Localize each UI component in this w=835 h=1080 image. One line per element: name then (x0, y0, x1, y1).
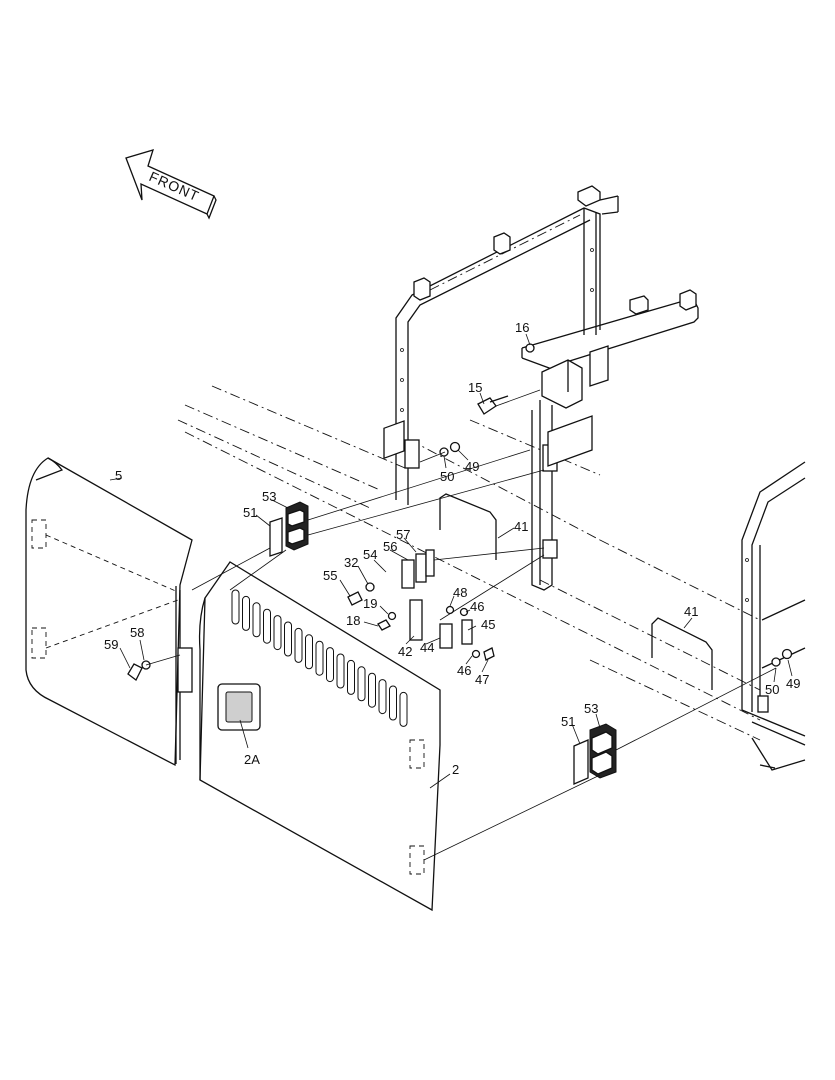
callout-53b: 53 (584, 701, 598, 716)
front-panel-vents (231, 589, 408, 727)
side-panel-5 (25, 457, 193, 767)
vent-slot (326, 647, 334, 683)
callout-53: 53 (262, 489, 276, 504)
front-panel-2 (198, 561, 441, 912)
vent-slot (399, 691, 408, 727)
vent-slot (305, 634, 313, 670)
callout-5: 5 (115, 468, 122, 483)
vent-slot (252, 602, 261, 638)
vent-slot (315, 640, 324, 676)
callout-50: 50 (440, 469, 454, 484)
callout-57: 57 (396, 527, 410, 542)
vent-slot (336, 653, 345, 689)
callout-54: 54 (363, 547, 377, 562)
callout-42: 42 (398, 644, 412, 659)
callout-41b: 41 (684, 604, 698, 619)
callout-56: 56 (383, 539, 397, 554)
callout-49: 49 (465, 459, 479, 474)
leader-lines (109, 333, 793, 789)
front-arrow-icon: FRONT (125, 149, 217, 220)
vent-slot (357, 666, 366, 702)
vent-slot (389, 685, 397, 721)
callouts: 16 15 50 49 5 53 51 41 57 56 54 32 55 48… (104, 320, 800, 777)
vent-slot (368, 672, 376, 708)
callout-55: 55 (323, 568, 337, 583)
callout-44: 44 (420, 640, 434, 655)
centerlines (177, 385, 761, 741)
handle-41-lower (651, 617, 713, 690)
callout-15: 15 (468, 380, 482, 395)
callout-46b: 46 (457, 663, 471, 678)
callout-50b: 50 (765, 682, 779, 697)
callout-18: 18 (346, 613, 360, 628)
callout-16: 16 (515, 320, 529, 335)
vent-slot (242, 595, 250, 631)
callout-45: 45 (481, 617, 495, 632)
upper-frame (395, 185, 699, 591)
hardware (127, 343, 793, 681)
callout-48: 48 (453, 585, 467, 600)
latch-53-lower (573, 723, 617, 785)
callout-59: 59 (104, 637, 118, 652)
callout-32: 32 (344, 555, 358, 570)
handle-41-upper (439, 493, 497, 560)
callout-46: 46 (470, 599, 484, 614)
callout-51: 51 (243, 505, 257, 520)
vent-slot (273, 615, 282, 651)
callout-2A: 2A (244, 752, 260, 767)
rear-frame (741, 461, 806, 771)
vent-slot (231, 589, 240, 625)
exploded-lines (145, 389, 777, 861)
callout-41: 41 (514, 519, 528, 534)
vent-slot (284, 621, 292, 657)
callout-51b: 51 (561, 714, 575, 729)
callout-49b: 49 (786, 676, 800, 691)
callout-47: 47 (475, 672, 489, 687)
vent-slot (378, 679, 387, 715)
vent-slot (294, 627, 303, 663)
callout-58: 58 (130, 625, 144, 640)
callout-19: 19 (363, 596, 377, 611)
callout-2: 2 (452, 762, 459, 777)
latch-53-upper (269, 501, 309, 557)
vent-slot (263, 608, 271, 644)
vent-slot (347, 659, 355, 695)
